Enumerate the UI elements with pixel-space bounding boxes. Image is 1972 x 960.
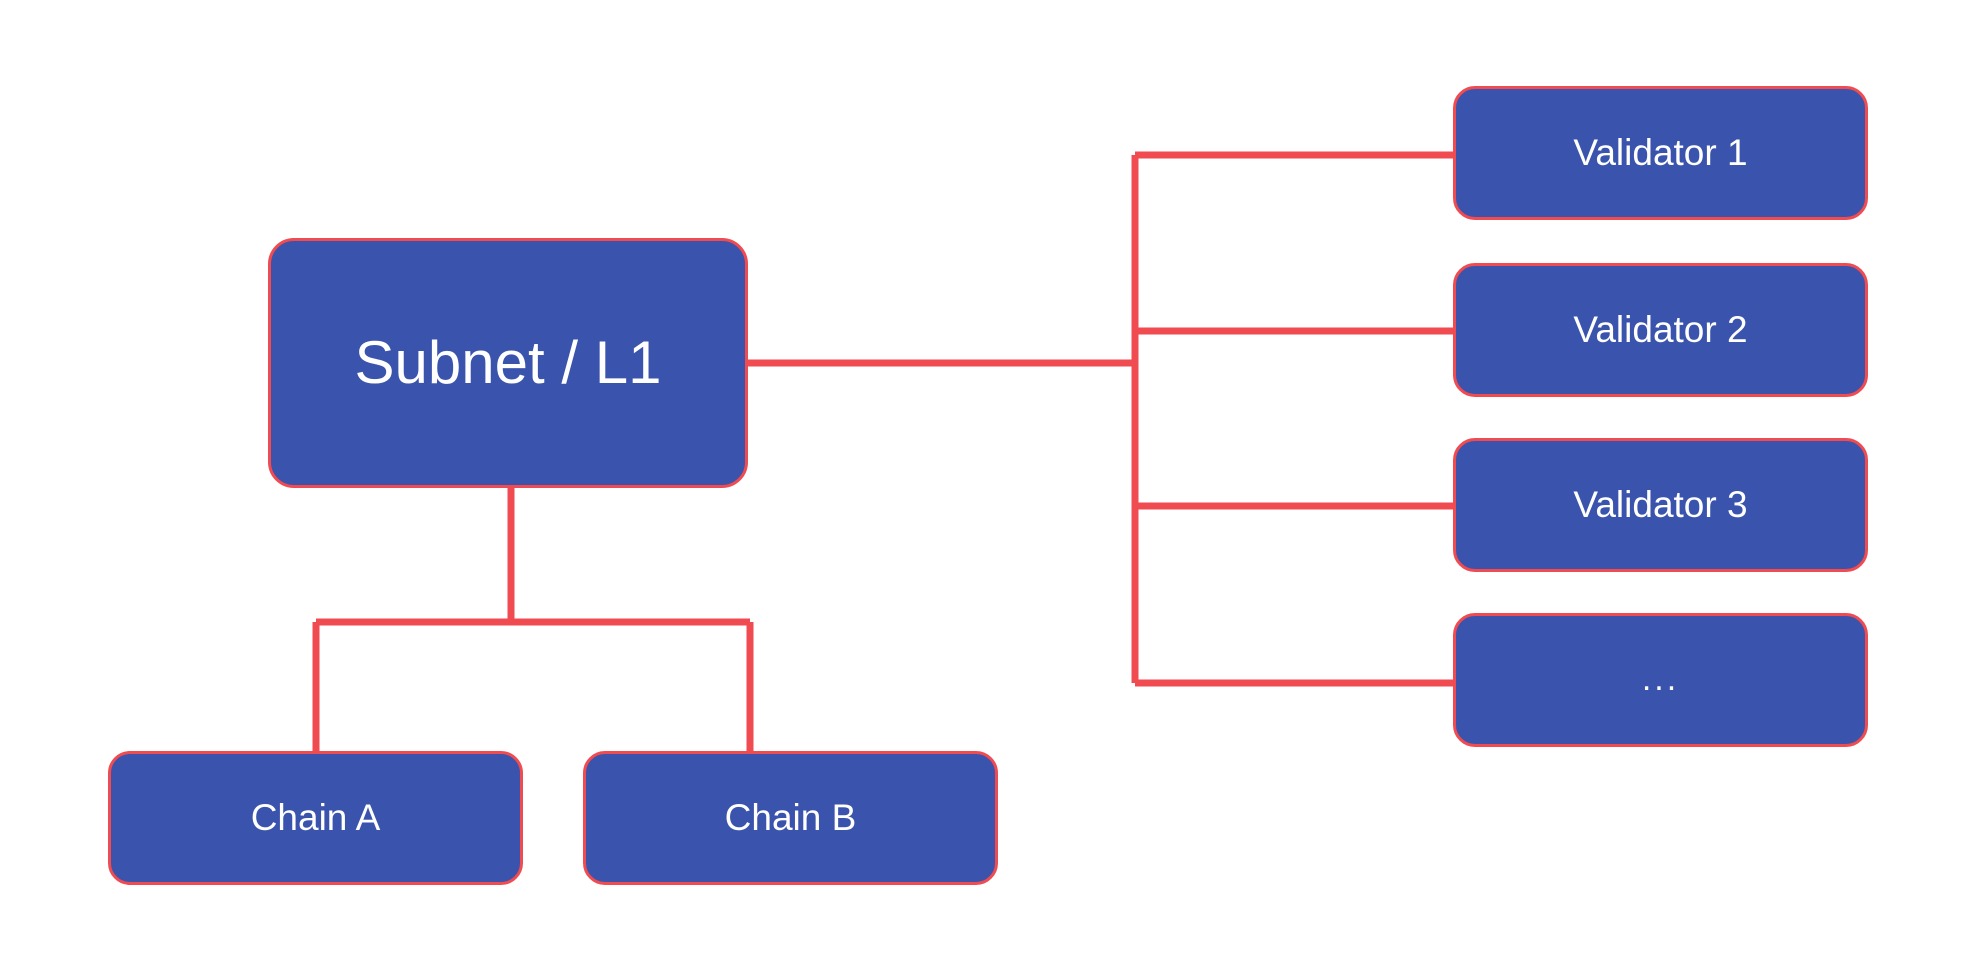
node-validator-1-label: Validator 1 — [1573, 131, 1748, 173]
node-validator-1[interactable]: Validator 1 — [1453, 86, 1868, 220]
node-chain-b[interactable]: Chain B — [583, 751, 998, 885]
node-subnet-l1[interactable]: Subnet / L1 — [268, 238, 748, 488]
node-validator-3-label: Validator 3 — [1573, 483, 1748, 525]
node-chain-a-label: Chain A — [250, 796, 381, 838]
node-validator-3[interactable]: Validator 3 — [1453, 438, 1868, 572]
node-validator-2-label: Validator 2 — [1573, 308, 1748, 350]
node-validator-more[interactable]: ... — [1453, 613, 1868, 747]
node-validator-more-label: ... — [1641, 660, 1680, 699]
node-chain-b-label: Chain B — [724, 796, 857, 838]
node-validator-2[interactable]: Validator 2 — [1453, 263, 1868, 397]
node-chain-a[interactable]: Chain A — [108, 751, 523, 885]
node-subnet-l1-label: Subnet / L1 — [354, 329, 662, 396]
